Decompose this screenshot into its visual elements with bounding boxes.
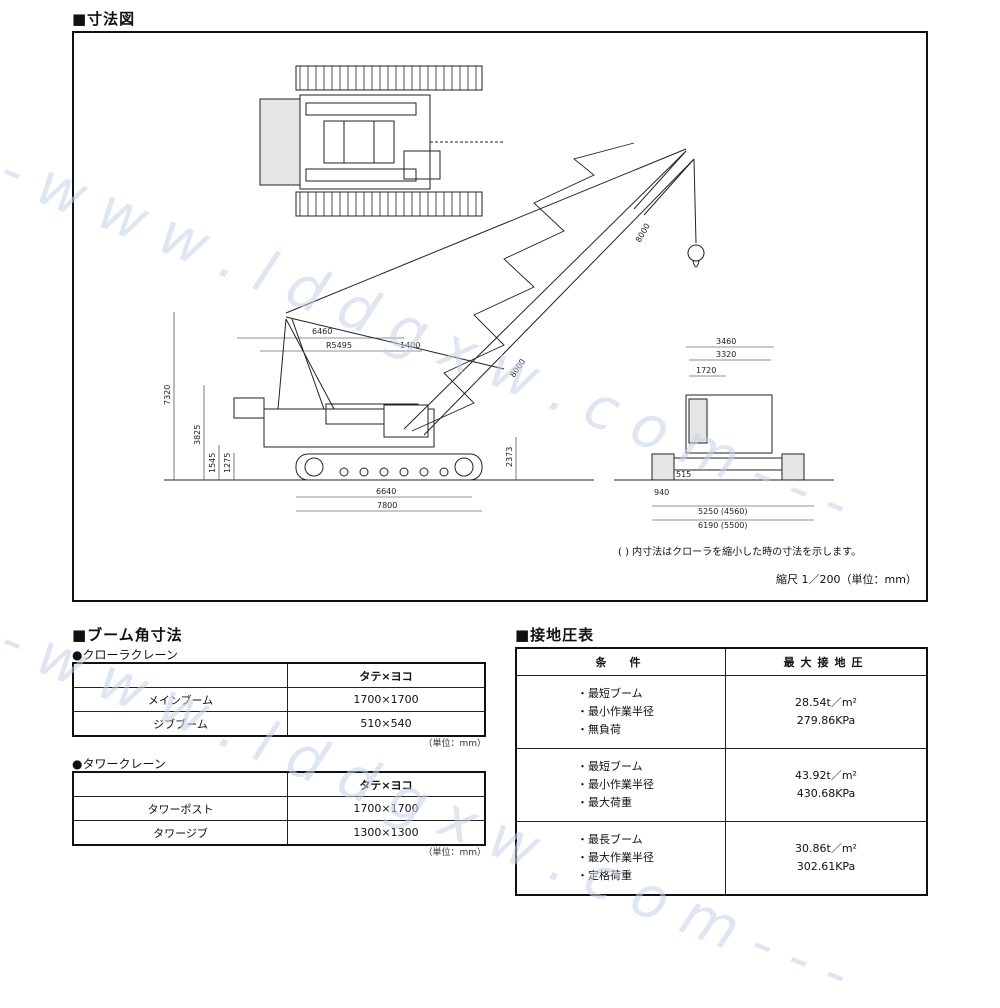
condition-cell: ・最短ブーム ・最小作業半径 ・無負荷 xyxy=(515,675,726,749)
dim-boom-8000-upper: 8000 xyxy=(634,222,652,244)
top-view xyxy=(259,65,504,217)
dim-6190: 6190 (5500) xyxy=(698,521,748,530)
table-header-dimension: タテ×ヨコ xyxy=(287,662,486,688)
table-row: タワーポスト 1700×1700 xyxy=(72,796,486,821)
condition-item: ・無負荷 xyxy=(577,723,621,736)
dim-1400: 1400 xyxy=(400,341,420,350)
dimension-labels: 6460 R5495 1400 7320 3825 1545 1275 2373… xyxy=(163,222,917,586)
table-header-dimension: タテ×ヨコ xyxy=(287,771,486,797)
row-label: タワージブ xyxy=(72,820,288,846)
condition-item: ・最小作業半径 xyxy=(577,778,654,791)
table-header-blank xyxy=(72,771,288,797)
dim-r5495: R5495 xyxy=(326,341,352,350)
tower-unit-label: （単位：mm） xyxy=(423,848,486,858)
dim-3460: 3460 xyxy=(716,337,736,346)
table-row: ・最長ブーム ・最大作業半径 ・定格荷重 30.86t／m² 302.61KPa xyxy=(515,821,928,896)
condition-item: ・最大作業半径 xyxy=(577,851,654,864)
table-row: ・最短ブーム ・最小作業半径 ・最大荷重 43.92t／m² 430.68KPa xyxy=(515,748,928,822)
dim-7800: 7800 xyxy=(377,501,397,510)
condition-item: ・最小作業半径 xyxy=(577,705,654,718)
dimension-drawing-title: ■寸法図 xyxy=(72,10,136,28)
tower-boom-table: タテ×ヨコ タワーポスト 1700×1700 タワージブ 1300×1300 xyxy=(72,771,486,846)
condition-cell: ・最短ブーム ・最小作業半径 ・最大荷重 xyxy=(515,748,726,822)
header-condition: 条 件 xyxy=(515,647,726,676)
condition-item: ・最長ブーム xyxy=(577,833,643,846)
dim-3320: 3320 xyxy=(716,350,736,359)
crawler-boom-table: タテ×ヨコ メインブーム 1700×1700 ジブブーム 510×540 xyxy=(72,662,486,737)
condition-item: ・最大荷重 xyxy=(577,796,632,809)
pressure-value-cell: 30.86t／m² 302.61KPa xyxy=(725,821,928,896)
row-label: メインブーム xyxy=(72,687,288,712)
dim-2373: 2373 xyxy=(505,447,514,467)
dim-1545: 1545 xyxy=(208,453,217,473)
dimension-drawing-frame: 6460 R5495 1400 7320 3825 1545 1275 2373… xyxy=(72,31,928,602)
dim-5250: 5250 (4560) xyxy=(698,507,748,516)
boom-section-title: ■ブーム角寸法 xyxy=(72,626,183,644)
crane-dimension-drawing: 6460 R5495 1400 7320 3825 1545 1275 2373… xyxy=(163,65,917,586)
table-header-row: 条 件 最大接地圧 xyxy=(515,647,928,676)
crawler-crane-subtitle: ●クローラクレーン xyxy=(72,648,178,662)
rear-view xyxy=(614,346,834,521)
condition-cell: ・最長ブーム ・最大作業半径 ・定格荷重 xyxy=(515,821,726,896)
condition-item: ・最短ブーム xyxy=(577,760,643,773)
table-row: ジブブーム 510×540 xyxy=(72,711,486,737)
row-value: 1700×1700 xyxy=(287,687,486,712)
dim-1720: 1720 xyxy=(696,366,716,375)
dim-3825: 3825 xyxy=(193,425,202,445)
drawing-note: ( ) 内寸法はクローラを縮小した時の寸法を示します。 xyxy=(618,545,861,558)
table-header-row: タテ×ヨコ xyxy=(72,662,486,688)
row-label: タワーポスト xyxy=(72,796,288,821)
drawing-scale: 縮尺 1／200（単位：mm） xyxy=(776,572,917,586)
condition-item: ・定格荷重 xyxy=(577,869,632,882)
table-row: タワージブ 1300×1300 xyxy=(72,820,486,846)
pressure-kpa-value: 279.86KPa xyxy=(796,714,856,727)
table-header-blank xyxy=(72,662,288,688)
dim-boom-8000-lower: 8000 xyxy=(508,357,527,379)
condition-item: ・最短ブーム xyxy=(577,687,643,700)
table-header-row: タテ×ヨコ xyxy=(72,771,486,797)
table-row: ・最短ブーム ・最小作業半径 ・無負荷 28.54t／m² 279.86KPa xyxy=(515,675,928,749)
dim-6460: 6460 xyxy=(312,327,332,336)
row-label: ジブブーム xyxy=(72,711,288,737)
pressure-kpa-value: 430.68KPa xyxy=(796,787,856,800)
pressure-t-value: 43.92t／m² xyxy=(795,769,857,782)
dim-940: 940 xyxy=(654,488,669,497)
ground-pressure-table: 条 件 最大接地圧 ・最短ブーム ・最小作業半径 ・無負荷 28.54t／m² … xyxy=(515,647,928,896)
row-value: 510×540 xyxy=(287,711,486,737)
header-max-pressure: 最大接地圧 xyxy=(725,647,928,676)
pressure-t-value: 28.54t／m² xyxy=(795,696,857,709)
crawler-unit-label: （単位：mm） xyxy=(423,739,486,749)
tower-crane-subtitle: ●タワークレーン xyxy=(72,757,166,771)
table-row: メインブーム 1700×1700 xyxy=(72,687,486,712)
ground-pressure-title: ■接地圧表 xyxy=(515,626,595,644)
side-view xyxy=(164,142,705,512)
dim-1275: 1275 xyxy=(223,453,232,473)
row-value: 1700×1700 xyxy=(287,796,486,821)
dim-7320: 7320 xyxy=(163,385,172,405)
pressure-value-cell: 43.92t／m² 430.68KPa xyxy=(725,748,928,822)
dim-6640: 6640 xyxy=(376,487,396,496)
pressure-value-cell: 28.54t／m² 279.86KPa xyxy=(725,675,928,749)
dim-515: 515 xyxy=(676,470,691,479)
pressure-t-value: 30.86t／m² xyxy=(795,842,857,855)
row-value: 1300×1300 xyxy=(287,820,486,846)
pressure-kpa-value: 302.61KPa xyxy=(796,860,856,873)
